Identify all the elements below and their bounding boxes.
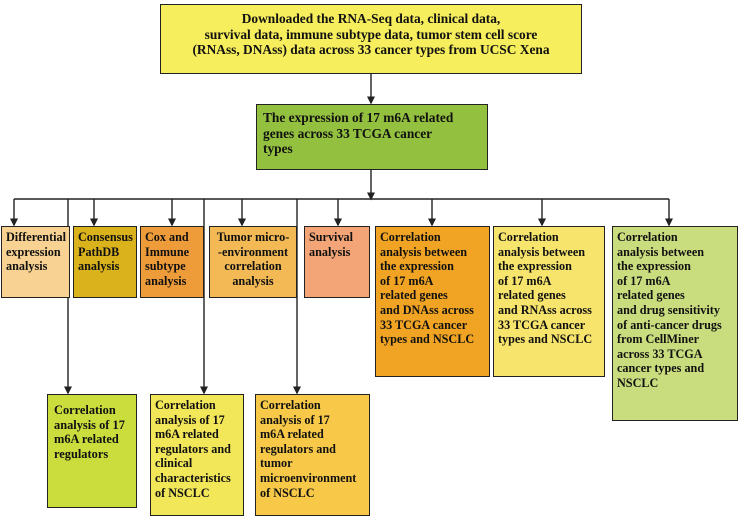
- node-survival-analysis: Survival analysis: [304, 226, 370, 298]
- node-consensus-pathdb: Consensus PathDB analysis: [73, 226, 137, 298]
- node-tme-nsclc-correlation: Correlation analysis of 17 m6A related r…: [255, 394, 370, 516]
- node-regulators-correlation: Correlation analysis of 17 m6A related r…: [47, 394, 137, 508]
- node-clinical-correlation: Correlation analysis of 17 m6A related r…: [150, 394, 244, 516]
- node-tumor-microenvironment: Tumor micro- -environment correlation an…: [209, 226, 297, 298]
- node-dnass-correlation: Correlation analysis between the express…: [375, 226, 490, 377]
- node-cox-immune-subtype: Cox and Immune subtype analysis: [140, 226, 204, 298]
- node-data-download: Downloaded the RNA-Seq data, clinical da…: [160, 4, 582, 74]
- node-drug-sensitivity-correlation: Correlation analysis between the express…: [612, 226, 738, 421]
- node-m6a-expression: The expression of 17 m6A related genes a…: [256, 104, 488, 170]
- node-differential-expression: Differential expression analysis: [1, 226, 70, 298]
- node-rnass-correlation: Correlation analysis between the express…: [493, 226, 605, 377]
